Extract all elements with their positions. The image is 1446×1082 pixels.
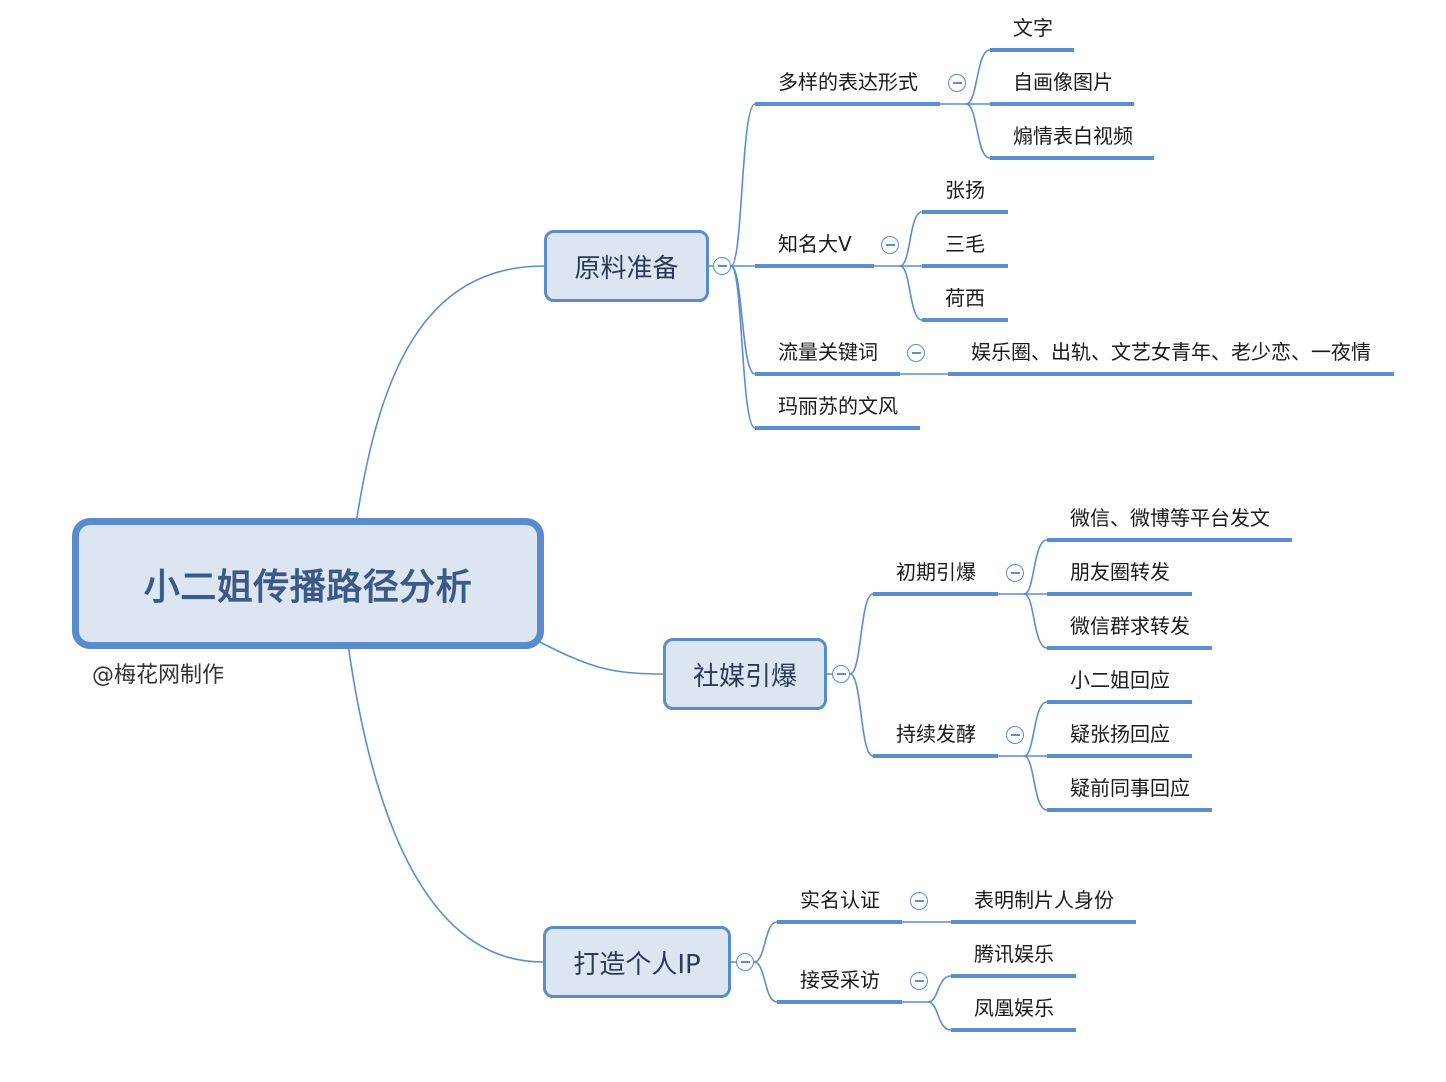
connector-central-to-personal-ip: [347, 643, 544, 963]
subtopic-xiaoerjie-response[interactable]: 小二姐回应: [1047, 660, 1192, 704]
connector-influencers-to-he-xi: [899, 265, 923, 321]
subtopic-phoenix-entertainment[interactable]: 凤凰娱乐: [951, 988, 1076, 1032]
subtopic-san-mao[interactable]: 三毛: [922, 224, 1008, 268]
subtopic-expression-forms[interactable]: 多样的表达形式: [755, 62, 940, 106]
subtopic-sustained-fermentation[interactable]: 持续发酵: [873, 714, 998, 758]
subtopic-keyword-list[interactable]: 娱乐圈、出轨、文艺女青年、老少恋、一夜情: [948, 332, 1394, 376]
subtopic-wechat-weibo-posts[interactable]: 微信、微博等平台发文: [1047, 498, 1292, 542]
subtopic-mary-sue-style[interactable]: 玛丽苏的文风: [755, 386, 920, 430]
connector-sustained-to-xiaoerjie: [1023, 701, 1048, 757]
raw-materials-collapse-icon[interactable]: [713, 257, 731, 275]
connector-central-to-raw-materials: [355, 265, 545, 525]
credit-text: @梅花网制作: [92, 663, 225, 688]
main-topic-personal-ip[interactable]: 打造个人IP: [543, 926, 731, 998]
initial-ignition-collapse-icon[interactable]: [1006, 564, 1024, 582]
subtopic-text[interactable]: 文字: [990, 8, 1074, 52]
real-name-collapse-icon[interactable]: [910, 892, 928, 910]
connector-sustained-to-colleague: [1023, 755, 1048, 811]
main-topic-raw-materials[interactable]: 原料准备: [544, 230, 709, 302]
connector-initial-to-posts: [1023, 539, 1048, 595]
subtopic-moments-reposts[interactable]: 朋友圈转发: [1047, 552, 1192, 596]
connector-interviews-to-tencent: [927, 975, 952, 1003]
connector-social-to-sustained: [849, 673, 874, 757]
subtopic-initial-ignition[interactable]: 初期引爆: [873, 552, 998, 596]
subtopic-emotional-confession-video[interactable]: 煽情表白视频: [990, 116, 1154, 160]
subtopic-he-xi[interactable]: 荷西: [922, 278, 1008, 322]
sustained-fermentation-collapse-icon[interactable]: [1006, 726, 1024, 744]
subtopic-suspected-zhang-yang-response[interactable]: 疑张扬回应: [1047, 714, 1192, 758]
connector-expression-to-video: [965, 103, 991, 159]
subtopic-suspected-former-colleague-response[interactable]: 疑前同事回应: [1047, 768, 1212, 812]
connector-influencers-to-zhang-yang: [899, 211, 923, 267]
subtopic-traffic-keywords[interactable]: 流量关键词: [755, 332, 900, 376]
expression-forms-collapse-icon[interactable]: [948, 74, 966, 92]
subtopic-famous-influencers[interactable]: 知名大V: [755, 224, 874, 268]
connector-raw-to-expression-forms: [730, 103, 756, 267]
personal-ip-collapse-icon[interactable]: [736, 953, 754, 971]
connector-central-to-social-media: [537, 640, 664, 675]
connector-social-to-initial: [849, 593, 874, 675]
subtopic-real-name-verification[interactable]: 实名认证: [777, 880, 902, 924]
subtopic-self-portrait-images[interactable]: 自画像图片: [990, 62, 1134, 106]
connector-raw-to-mary-sue-style: [730, 265, 756, 429]
connector-interviews-to-phoenix: [927, 1001, 952, 1031]
subtopic-producer-identity[interactable]: 表明制片人身份: [951, 880, 1136, 924]
connector-initial-to-groups: [1023, 593, 1048, 649]
subtopic-zhang-yang[interactable]: 张扬: [922, 170, 1008, 214]
interviews-collapse-icon[interactable]: [910, 972, 928, 990]
famous-influencers-collapse-icon[interactable]: [881, 236, 899, 254]
main-topic-social-media-ignition[interactable]: 社媒引爆: [663, 638, 827, 710]
traffic-keywords-collapse-icon[interactable]: [907, 344, 925, 362]
connector-ip-to-interviews: [753, 961, 778, 1003]
social-media-collapse-icon[interactable]: [832, 665, 850, 683]
connector-ip-to-real-name: [753, 921, 778, 963]
subtopic-tencent-entertainment[interactable]: 腾讯娱乐: [951, 934, 1076, 978]
connector-expression-to-text: [965, 49, 991, 105]
central-topic[interactable]: 小二姐传播路径分析: [72, 518, 544, 649]
subtopic-accepting-interviews[interactable]: 接受采访: [777, 960, 902, 1004]
subtopic-wechat-group-reposts[interactable]: 微信群求转发: [1047, 606, 1212, 650]
